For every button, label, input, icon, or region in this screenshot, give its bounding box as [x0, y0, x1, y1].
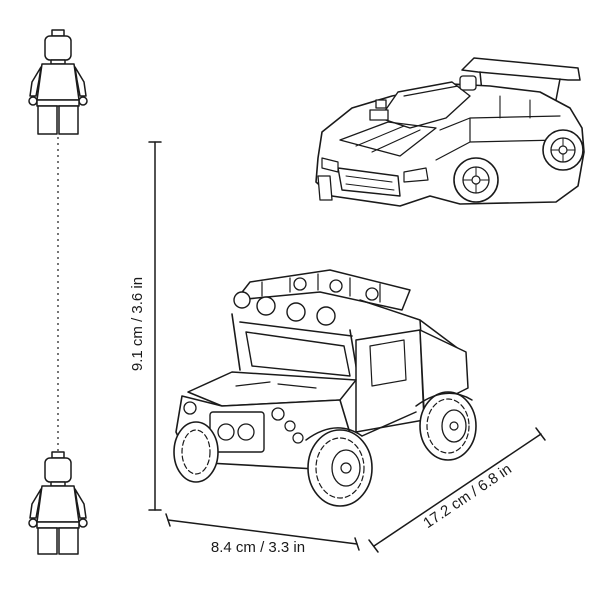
- minifigure-bottom-icon: [28, 451, 88, 555]
- width-dimension: 8.4 cm / 3.3 in: [165, 513, 360, 556]
- height-label: 9.1 cm / 3.6 in: [129, 277, 146, 371]
- minifigure-top-icon: [28, 29, 88, 135]
- length-label: 17.2 cm / 6.8 in: [420, 461, 515, 532]
- front-left-tire: [173, 421, 219, 483]
- rear-tire: [419, 391, 477, 461]
- height-dimension: 9.1 cm / 3.6 in: [129, 141, 162, 511]
- offroad-truck-model: [173, 269, 477, 507]
- front-right-tire: [307, 429, 373, 507]
- width-label: 8.4 cm / 3.3 in: [211, 539, 305, 556]
- sports-car-model: [315, 57, 585, 207]
- roof-lights: [233, 277, 379, 326]
